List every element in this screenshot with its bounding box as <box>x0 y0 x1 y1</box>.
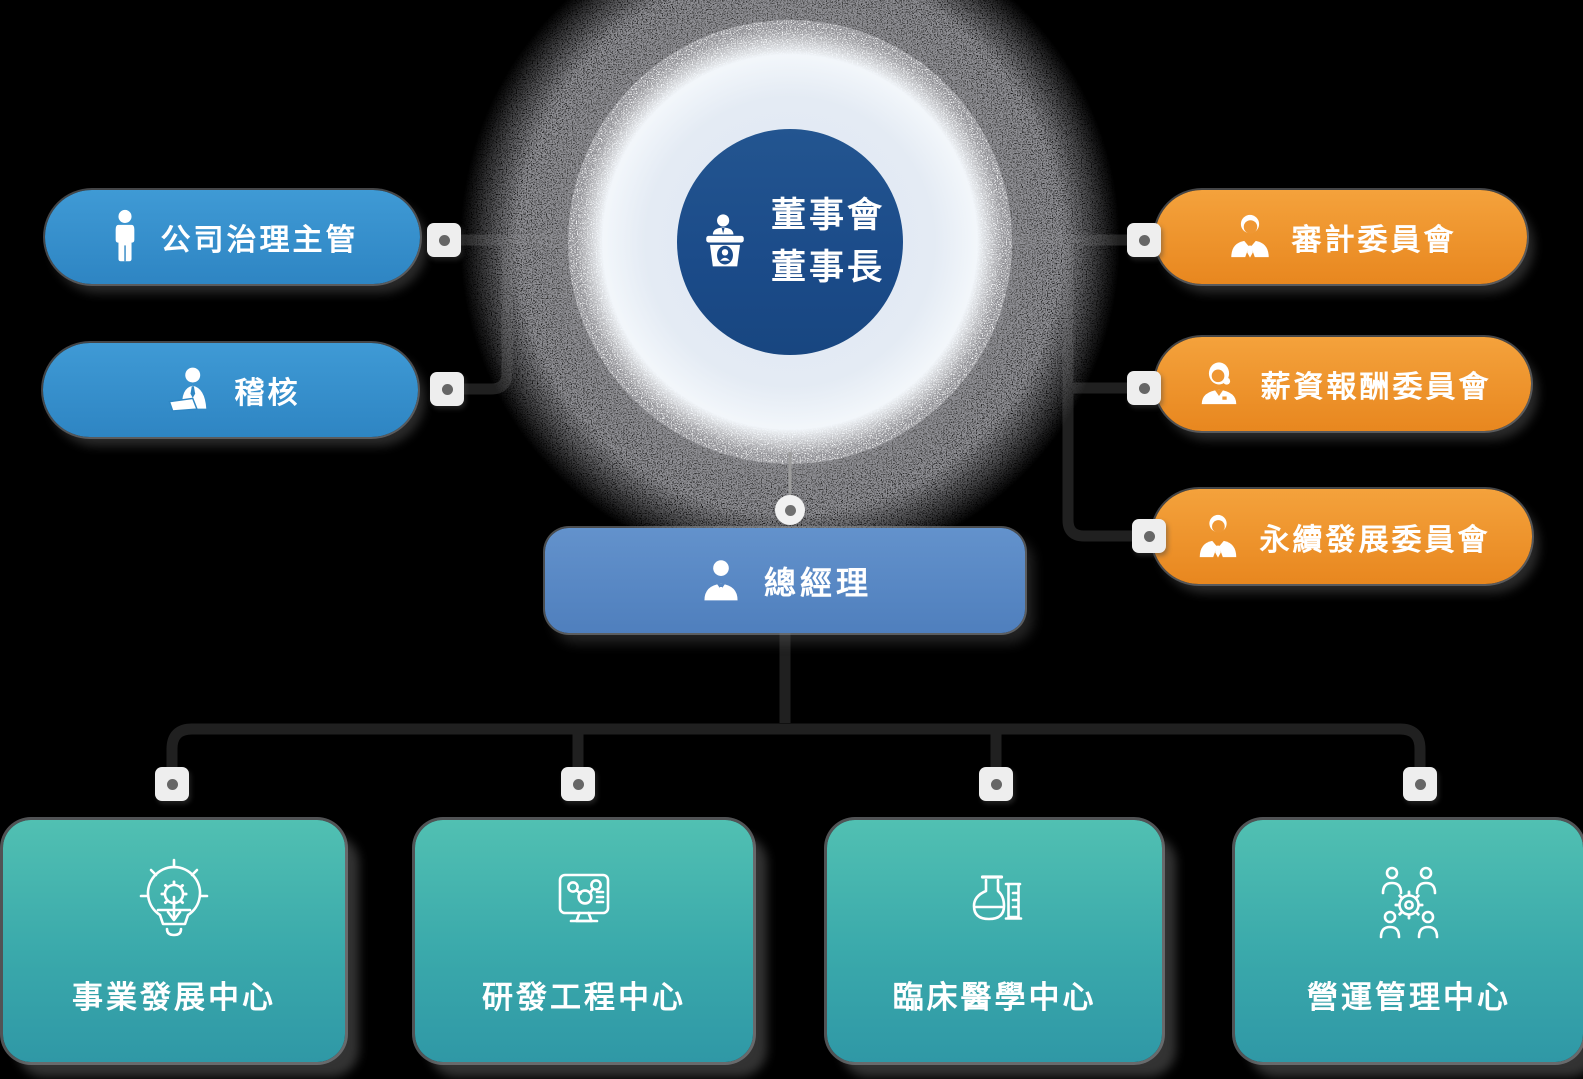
connector-node-audit-office <box>430 372 464 406</box>
manager-icon <box>698 558 744 604</box>
line-centers-bar <box>166 723 1426 786</box>
operations-management-card[interactable]: 營運管理中心 <box>1235 820 1583 1062</box>
operations-management-label: 營運管理中心 <box>1307 980 1511 1016</box>
governance-officer-label: 公司治理主管 <box>160 223 359 258</box>
audit-office-pill[interactable]: 稽核 <box>43 343 418 437</box>
rd-engineering-label: 研發工程中心 <box>482 980 686 1016</box>
clinical-medicine-card[interactable]: 臨床醫學中心 <box>827 820 1162 1062</box>
chairman-label: 董事會 董事長 <box>771 190 885 295</box>
businessman-icon <box>1226 213 1274 261</box>
chairman-line2: 董事長 <box>770 248 885 288</box>
connector-node-center3 <box>979 767 1013 801</box>
connector-node-compensation <box>1127 371 1161 405</box>
connector-node-audit-committee <box>1127 223 1161 257</box>
chairman-node[interactable]: 董事會 董事長 <box>677 129 903 355</box>
chairman-line1: 董事會 <box>770 195 885 236</box>
business-development-card[interactable]: 事業發展中心 <box>3 820 345 1062</box>
audit-office-label: 稽核 <box>234 376 301 411</box>
business-development-label: 事業發展中心 <box>72 980 276 1016</box>
idea-gear-icon <box>124 848 224 958</box>
rd-engineering-card[interactable]: 研發工程中心 <box>415 820 753 1062</box>
connector-node-center4 <box>1403 767 1437 801</box>
audit-committee-label: 審計委員會 <box>1291 223 1457 258</box>
monitor-molecule-icon <box>534 848 634 958</box>
team-gear-icon <box>1359 848 1459 958</box>
connector-node-center1 <box>155 767 189 801</box>
compensation-committee-pill[interactable]: 薪資報酬委員會 <box>1155 337 1531 431</box>
flask-icon <box>945 848 1045 958</box>
businessman-icon <box>1194 513 1242 561</box>
connector-node-center2 <box>561 767 595 801</box>
sustainability-committee-pill[interactable]: 永續發展委員會 <box>1152 489 1532 584</box>
person-icon <box>107 209 143 265</box>
connector-node-sustainability <box>1132 519 1166 553</box>
audit-committee-pill[interactable]: 審計委員會 <box>1155 190 1527 284</box>
connector-node-chairman-gm <box>775 495 805 525</box>
general-manager-pill[interactable]: 總經理 <box>545 528 1025 633</box>
general-manager-label: 總經理 <box>763 563 872 602</box>
connector-node-governance <box>427 223 461 257</box>
podium-icon <box>695 212 755 272</box>
sustainability-committee-label: 永續發展委員會 <box>1259 522 1491 558</box>
governance-officer-pill[interactable]: 公司治理主管 <box>45 190 420 284</box>
businesswoman-icon <box>1195 360 1243 408</box>
auditor-icon <box>161 365 217 415</box>
compensation-committee-label: 薪資報酬委員會 <box>1260 370 1492 405</box>
clinical-medicine-label: 臨床醫學中心 <box>892 980 1097 1016</box>
